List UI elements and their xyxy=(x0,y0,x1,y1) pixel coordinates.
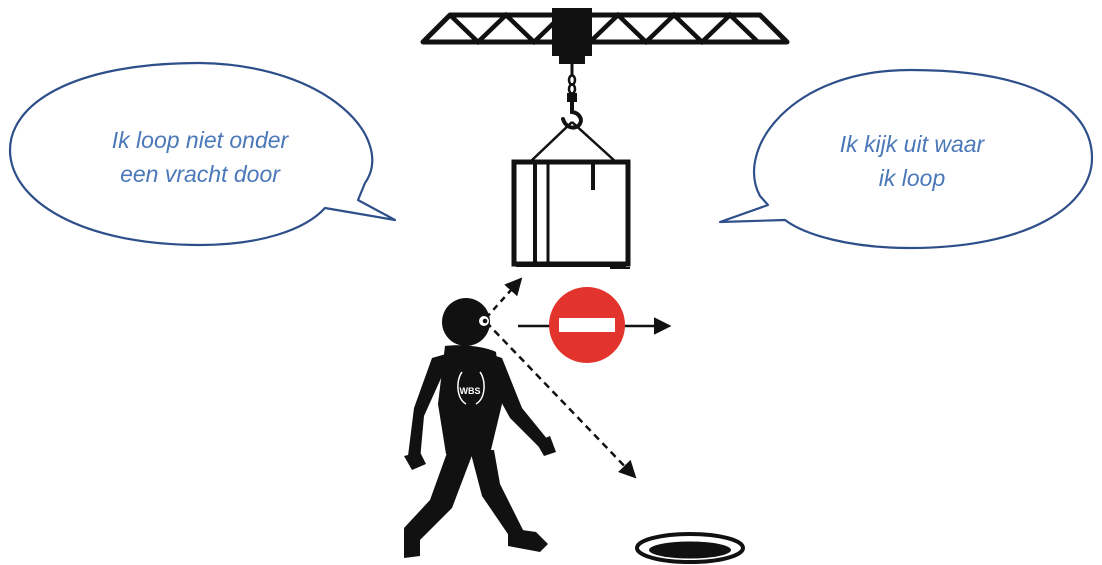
walking-person-icon: WBS xyxy=(404,298,556,558)
open-manhole-icon xyxy=(637,534,743,562)
speech-bubble-right-line2: ik loop xyxy=(879,165,946,191)
speech-bubble-right-line1: Ik kijk uit waar xyxy=(840,131,986,157)
speech-bubble-left-line2: een vracht door xyxy=(120,161,281,187)
tower-crane-icon xyxy=(423,8,787,64)
cargo-crate-icon xyxy=(514,162,630,268)
shirt-logo-text: WBS xyxy=(460,386,481,396)
speech-bubble-left-line1: Ik loop niet onder xyxy=(112,127,290,153)
sight-arrow-up xyxy=(486,280,520,318)
speech-bubble-left: Ik loop niet onder een vracht door xyxy=(10,63,395,245)
crane-hook-icon xyxy=(530,64,616,162)
no-entry-sign-icon xyxy=(518,287,668,363)
speech-bubble-left-shape xyxy=(10,63,395,245)
speech-bubble-right: Ik kijk uit waar ik loop xyxy=(720,70,1092,248)
speech-bubble-right-shape xyxy=(720,70,1092,248)
